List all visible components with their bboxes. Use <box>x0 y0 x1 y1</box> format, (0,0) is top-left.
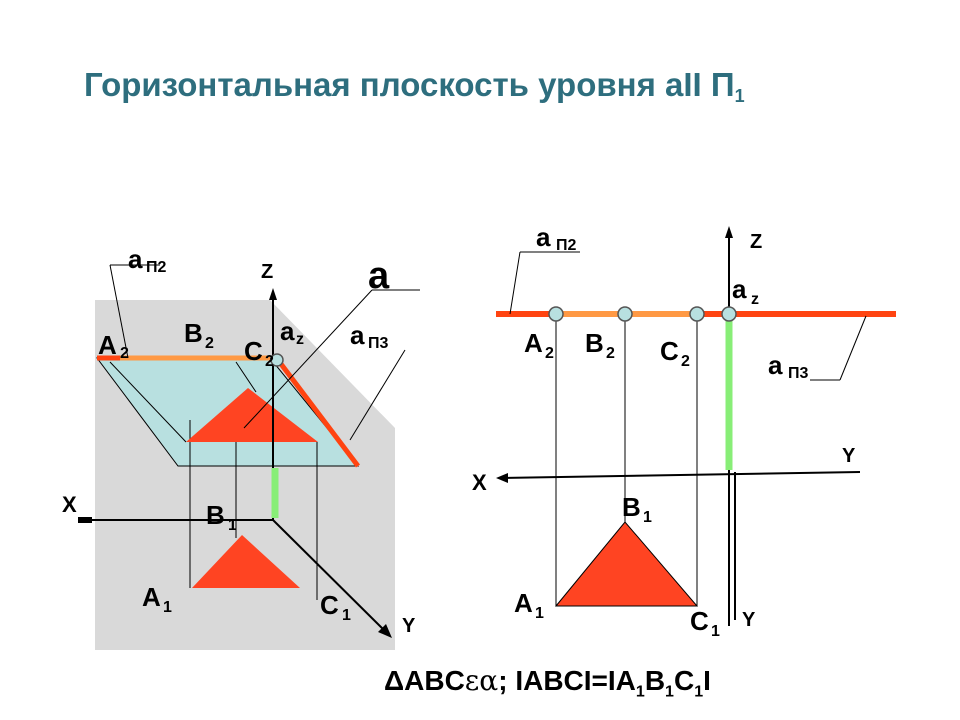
label-c2-left: C <box>244 336 263 366</box>
svg-text:П3: П3 <box>368 335 389 352</box>
slide-title: Горизонтальная плоскость уровня aII П1 <box>84 66 745 106</box>
spatial-model: a П2 Z a a z a П3 A 2 B 2 C 2 X B 1 A 1 … <box>62 244 420 650</box>
label-a2-left: A <box>98 330 117 360</box>
point-b2-right <box>617 306 633 322</box>
label-az-left: a <box>280 316 295 346</box>
point-az-right <box>721 306 737 322</box>
svg-text:1: 1 <box>228 517 237 534</box>
label-y-left: Y <box>402 615 416 637</box>
axis-y <box>272 519 387 633</box>
label-z-right: Z <box>750 231 762 253</box>
label-c2-right: C <box>660 336 679 366</box>
label-ap3-left: a <box>350 320 365 350</box>
svg-text:1: 1 <box>163 599 172 616</box>
label-x-left: X <box>62 492 77 517</box>
svg-text:2: 2 <box>265 353 274 370</box>
label-a2-right: A <box>524 328 543 358</box>
label-y-top-right: Y <box>842 445 856 467</box>
label-y-bottom-right: Y <box>742 609 756 631</box>
label-c1-right: C <box>690 606 709 636</box>
triangle-a1b1c1 <box>192 535 300 588</box>
label-z-left: Z <box>261 261 273 283</box>
label-a-big: a <box>368 255 390 297</box>
svg-text:2: 2 <box>205 335 214 352</box>
point-c2-right <box>689 306 705 322</box>
svg-text:1: 1 <box>643 509 652 526</box>
label-b1-right: B <box>622 492 641 522</box>
label-b2-left: B <box>184 318 203 348</box>
svg-text:П2: П2 <box>556 237 577 254</box>
label-ap2-right: a <box>536 222 551 252</box>
triangle-abc <box>186 388 318 442</box>
svg-text:1: 1 <box>711 623 720 640</box>
svg-text:2: 2 <box>606 345 615 362</box>
svg-text:2: 2 <box>681 353 690 370</box>
label-c1-left: C <box>320 590 339 620</box>
label-a1-left: A <box>142 582 161 612</box>
svg-text:П2: П2 <box>146 259 167 276</box>
svg-text:z: z <box>296 331 304 348</box>
label-b1-left: B <box>206 500 225 530</box>
svg-text:1: 1 <box>342 607 351 624</box>
formula: ΔABCεα; IABCI=IA1B1C1I <box>384 664 711 701</box>
label-ap2-left: a <box>128 244 143 274</box>
label-a1-right: A <box>514 588 533 618</box>
svg-text:2: 2 <box>545 345 554 362</box>
svg-text:П3: П3 <box>788 365 809 382</box>
label-ap3-right: a <box>768 350 783 380</box>
label-az-right: a <box>732 274 747 304</box>
svg-text:z: z <box>751 291 759 308</box>
point-az-left <box>270 353 284 367</box>
svg-text:1: 1 <box>535 605 544 622</box>
svg-text:2: 2 <box>120 345 129 362</box>
axis-x-right <box>503 471 861 479</box>
triangle-a1b1c1-right <box>554 521 699 607</box>
label-b2-right: B <box>585 328 604 358</box>
epure: a П2 Z a z A 2 B 2 C 2 a П3 X Y B 1 A 1 … <box>472 222 896 640</box>
alpha-symbol: aII <box>665 66 702 103</box>
point-a2-right <box>548 306 564 322</box>
label-x-right: X <box>472 470 487 495</box>
pi-symbol: П <box>710 66 735 103</box>
